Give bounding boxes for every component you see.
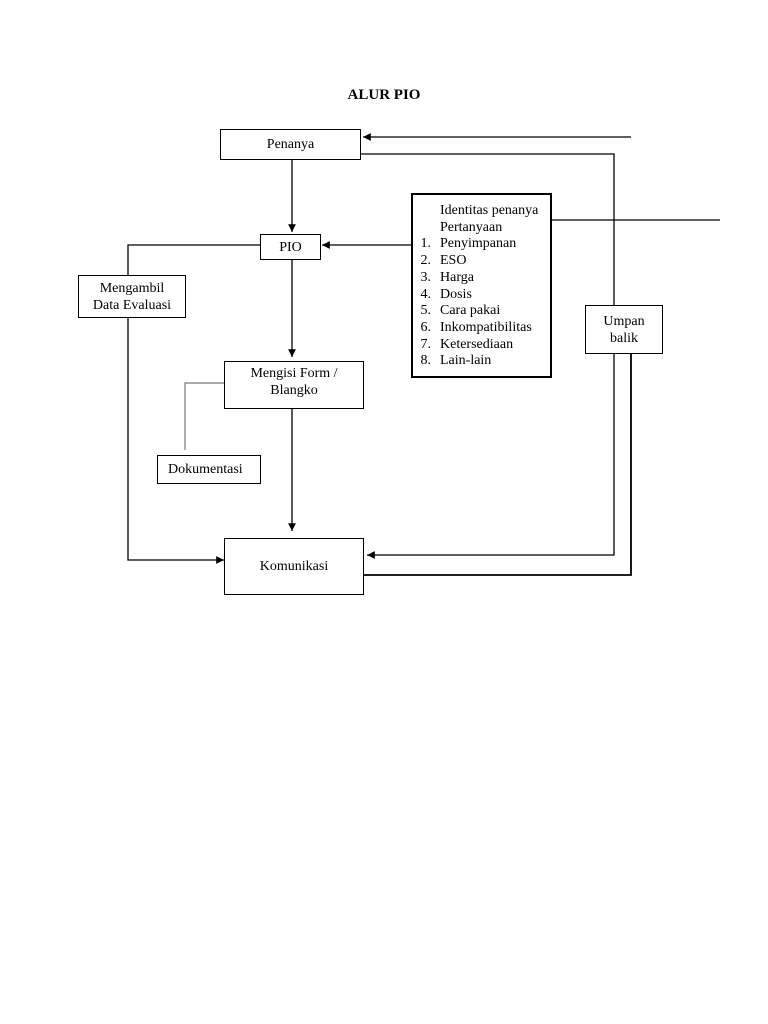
list-item-label: Penyimpanan xyxy=(440,236,517,252)
list-item-label: Inkompatibilitas xyxy=(440,319,532,335)
list-item-label: ESO xyxy=(440,253,467,269)
list-item-number: 6. xyxy=(420,319,432,335)
node-pio: PIO xyxy=(260,234,321,260)
list-item-label: Lain-lain xyxy=(440,353,492,369)
line-komunikasi-to-umpan xyxy=(364,354,632,576)
list-item-number: 5. xyxy=(420,303,432,319)
topic-list: 1. Penyimpanan 2. ESO 3. Harga 4. Dosis … xyxy=(413,236,550,370)
info-header-identitas: Identitas penanya xyxy=(440,203,539,218)
list-item: 1. Penyimpanan xyxy=(413,236,550,253)
node-mengisi-line1: Mengisi Form / xyxy=(250,366,338,381)
list-item: 3. Harga xyxy=(413,270,550,287)
list-item-label: Harga xyxy=(440,269,474,285)
list-item: 6. Inkompatibilitas xyxy=(413,320,550,337)
line-mengisi-to-dokumentasi xyxy=(184,382,224,450)
node-mengisi-form: Mengisi Form / Blangko xyxy=(224,361,364,409)
list-item-label: Dosis xyxy=(440,286,472,302)
node-penanya-label: Penanya xyxy=(266,137,315,152)
list-item-number: 7. xyxy=(420,336,432,352)
list-item-number: 8. xyxy=(420,353,432,369)
info-header-pertanyaan: Pertanyaan xyxy=(440,219,503,235)
node-umpan-balik: Umpan balik xyxy=(585,305,663,354)
node-umpan-line1: Umpan xyxy=(603,313,645,329)
node-mengambil-data-evaluasi: Mengambil Data Evaluasi xyxy=(78,275,186,318)
node-penanya: Penanya xyxy=(220,129,361,160)
list-item-number: 4. xyxy=(420,286,432,302)
list-item-number: 1. xyxy=(420,236,432,252)
arrow-mengambil-to-komunikasi xyxy=(127,318,224,564)
list-item-number: 3. xyxy=(420,269,432,285)
list-item: 5. Cara pakai xyxy=(413,303,550,320)
line-penanya-to-komunikasi xyxy=(361,153,615,559)
list-item: 2. ESO xyxy=(413,253,550,270)
diagram-title: ALUR PIO xyxy=(347,87,421,103)
node-dokumentasi: Dokumentasi xyxy=(157,455,261,484)
node-dokumentasi-label: Dokumentasi xyxy=(168,462,243,477)
line-pio-to-mengambil xyxy=(127,244,261,276)
list-item-number: 2. xyxy=(420,253,432,269)
node-mengambil-line2: Data Evaluasi xyxy=(92,297,172,313)
list-item: 4. Dosis xyxy=(413,287,550,304)
list-item: 7. Ketersediaan xyxy=(413,337,550,354)
list-item-label: Ketersediaan xyxy=(440,336,514,352)
list-item-label: Cara pakai xyxy=(440,303,501,319)
node-komunikasi: Komunikasi xyxy=(224,538,364,595)
node-mengisi-line2: Blangko xyxy=(270,383,318,398)
node-komunikasi-label: Komunikasi xyxy=(259,559,329,574)
node-umpan-line2: balik xyxy=(610,330,638,346)
list-item: 8. Lain-lain xyxy=(413,353,550,370)
node-pio-label: PIO xyxy=(279,239,302,255)
node-mengambil-line1: Mengambil xyxy=(99,280,165,296)
question-topics-box: Identitas penanya Pertanyaan 1. Penyimpa… xyxy=(411,193,552,378)
